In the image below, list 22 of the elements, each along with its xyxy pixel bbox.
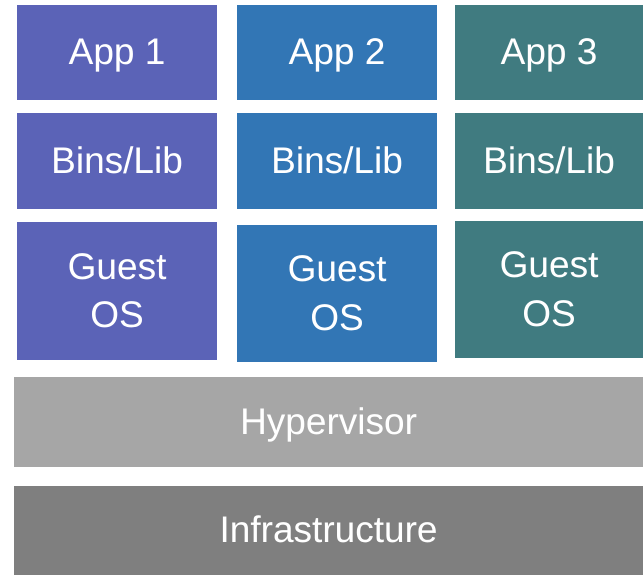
layer-label: Guest OS: [286, 247, 388, 340]
layer-label: Infrastructure: [220, 508, 438, 552]
layer-box: [17, 113, 217, 209]
layer-label: App 3: [500, 30, 598, 74]
layer-label: Hypervisor: [240, 400, 417, 444]
layer-label: App 1: [68, 30, 166, 74]
layer-label: App 2: [288, 30, 386, 74]
layer-box: [237, 225, 437, 362]
layer-box: [455, 221, 643, 358]
layer-label: Bins/Lib: [483, 138, 615, 183]
layer-box: [17, 222, 217, 360]
layer-box: [14, 486, 643, 575]
layer-label: Guest OS: [498, 243, 600, 336]
layer-label: Bins/Lib: [271, 138, 403, 183]
layer-label: Guest OS: [66, 244, 168, 337]
layer-box: [237, 113, 437, 209]
layer-box: [455, 113, 643, 209]
layer-box: [455, 5, 643, 100]
layer-box: [14, 377, 643, 467]
layer-box: [17, 5, 217, 100]
layer-label: Bins/Lib: [51, 138, 183, 183]
layer-box: [237, 5, 437, 100]
